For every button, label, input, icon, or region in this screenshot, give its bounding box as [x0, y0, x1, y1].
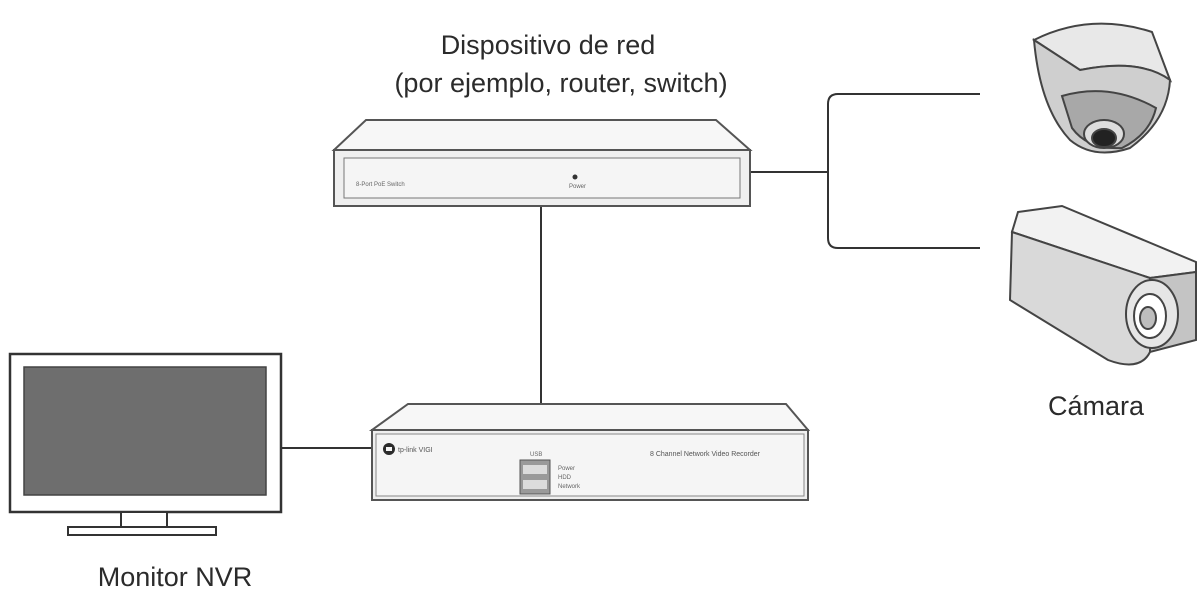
nvr-usb-slot-top [523, 465, 547, 474]
switch-power-label: Power [569, 184, 586, 190]
bullet-camera-lens-inner [1139, 306, 1157, 330]
nvr-usb-slot-bottom [523, 480, 547, 489]
monitor-label: Monitor NVR [98, 562, 253, 592]
switch-power-led [572, 174, 578, 180]
network-switch: 8-Port PoE Switch Power [331, 119, 753, 207]
nvr-monitor [8, 352, 283, 536]
tp-link-logo-notch [386, 447, 392, 451]
camera-label: Cámara [1048, 391, 1145, 421]
nvr-model-label: 8 Channel Network Video Recorder [650, 451, 761, 458]
nvr-recorder: tp-link VIGI 8 Channel Network Video Rec… [368, 403, 811, 501]
dome-camera-lens [1091, 128, 1117, 148]
monitor-screen [23, 366, 267, 496]
nvr-led-hdd-label: HDD [558, 475, 572, 481]
nvr-led-network-label: Network [558, 484, 581, 490]
nvr-led-power-label: Power [558, 466, 575, 472]
bullet-camera-icon [1008, 204, 1197, 366]
dome-camera-icon [1031, 22, 1173, 154]
switch-to-dome-camera-line [827, 93, 980, 172]
nvr-front-panel [375, 433, 805, 497]
network-device-label-line1: Dispositivo de red [441, 30, 656, 60]
monitor-stand-neck [120, 511, 168, 529]
connections [281, 93, 980, 449]
switch-top [331, 119, 753, 151]
switch-to-bullet-camera-line [827, 172, 980, 249]
nvr-top [368, 403, 811, 431]
switch-front-label: 8-Port PoE Switch [356, 182, 405, 188]
network-device-label-line2: (por ejemplo, router, switch) [394, 68, 727, 98]
nvr-usb-label: USB [530, 452, 542, 458]
switch-front-panel [343, 157, 741, 199]
monitor-stand-base [67, 526, 217, 536]
nvr-brand-label: tp-link VIGI [398, 447, 433, 454]
